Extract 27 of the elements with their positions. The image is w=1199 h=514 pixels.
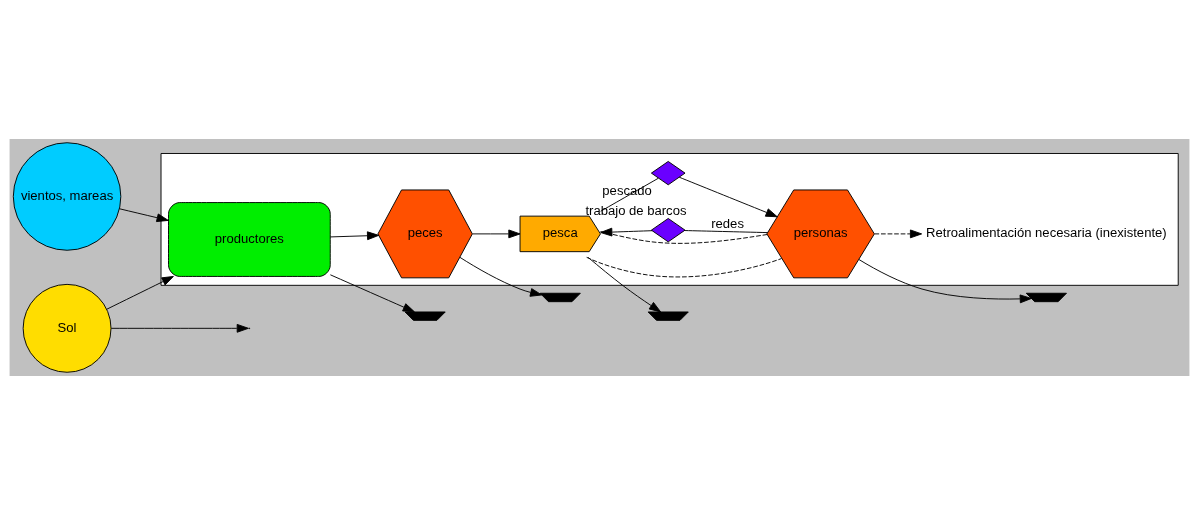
arrow: [874, 229, 923, 238]
arrow: [459, 256, 543, 297]
arrow: [106, 275, 174, 310]
node-diamond: [650, 217, 686, 242]
node-circle: vientos, mareas: [12, 141, 122, 251]
node-box: productores: [168, 201, 331, 277]
arrow: [600, 227, 653, 236]
arrow: [329, 230, 380, 240]
arrow: [110, 323, 249, 333]
arrow: [329, 273, 415, 312]
arrow: [858, 258, 1032, 303]
node-diamond: [650, 160, 686, 185]
connector: [586, 256, 782, 277]
node-ground: [404, 311, 446, 321]
node-circle: Sol: [22, 283, 112, 373]
arrow: [678, 176, 778, 217]
node-text: Retroalimentación necesaria (inexistente): [926, 224, 1167, 240]
connector: [600, 230, 768, 244]
node-ground: [647, 311, 689, 321]
arrow: [119, 207, 169, 222]
node-label: trabajo de barcos: [585, 202, 687, 218]
edge-label: redes: [711, 215, 744, 231]
node-ground: [539, 292, 581, 302]
arrow: [472, 229, 521, 238]
node-ground: [1025, 292, 1067, 302]
arrow: [587, 256, 662, 312]
connector: [684, 229, 769, 233]
